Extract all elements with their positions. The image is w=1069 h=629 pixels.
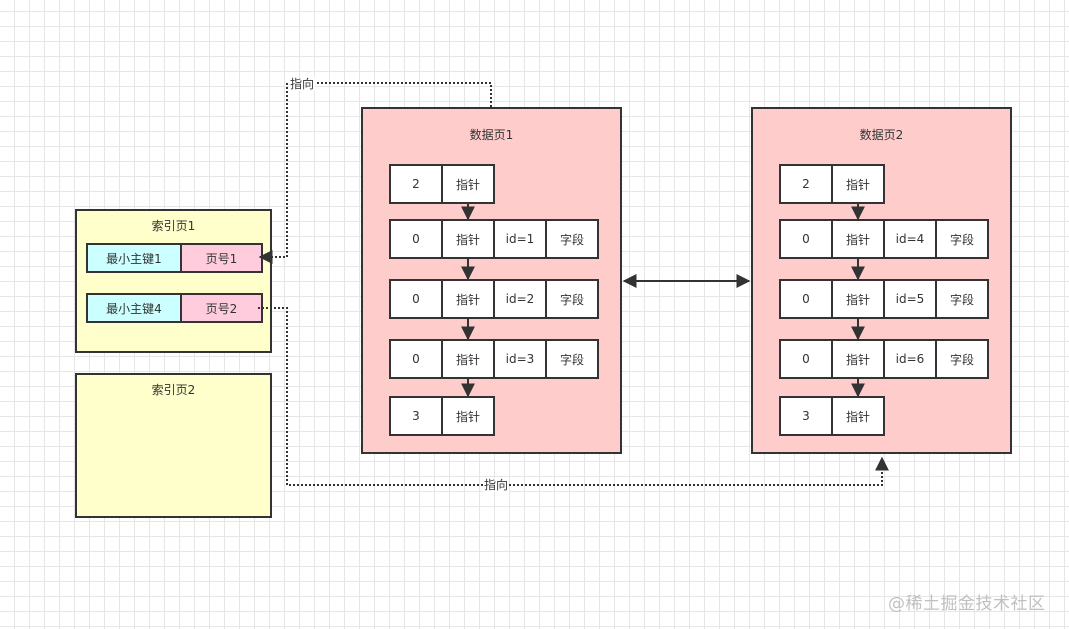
id-cell: id=2 [493, 279, 547, 319]
page-no-cell: 页号1 [180, 243, 263, 273]
record-type-cell: 0 [779, 219, 833, 259]
pointer-cell: 指针 [441, 164, 495, 204]
index-page-1-title: 索引页1 [151, 219, 196, 233]
connector-label-top: 指向 [289, 77, 316, 91]
watermark: @稀土掘金技术社区 [888, 594, 1046, 614]
connector-label-bottom: 指向 [483, 478, 510, 492]
id-cell: id=5 [883, 279, 937, 319]
field-cell: 字段 [545, 279, 599, 319]
record-type-cell: 0 [389, 339, 443, 379]
pointer-cell: 指针 [441, 339, 495, 379]
field-cell: 字段 [935, 219, 989, 259]
field-cell: 字段 [545, 219, 599, 259]
id-cell: id=4 [883, 219, 937, 259]
record-type-cell: 0 [779, 279, 833, 319]
index-page-2: 索引页2 [75, 373, 272, 518]
data-page-1-title: 数据页1 [469, 128, 514, 142]
pointer-cell: 指针 [441, 279, 495, 319]
id-cell: id=1 [493, 219, 547, 259]
record-type-cell: 2 [389, 164, 443, 204]
field-cell: 字段 [935, 279, 989, 319]
pointer-cell: 指针 [831, 219, 885, 259]
field-cell: 字段 [935, 339, 989, 379]
record-type-cell: 2 [779, 164, 833, 204]
pointer-cell: 指针 [441, 219, 495, 259]
index-page-1: 索引页1 最小主键1 页号1 最小主键4 页号2 [75, 209, 272, 353]
id-cell: id=6 [883, 339, 937, 379]
record-type-cell: 3 [779, 396, 833, 436]
pointer-cell: 指针 [831, 279, 885, 319]
page-no-cell: 页号2 [180, 293, 263, 323]
min-key-cell: 最小主键4 [86, 293, 182, 323]
record-type-cell: 0 [389, 279, 443, 319]
pointer-cell: 指针 [831, 339, 885, 379]
record-type-cell: 0 [389, 219, 443, 259]
field-cell: 字段 [545, 339, 599, 379]
id-cell: id=3 [493, 339, 547, 379]
record-type-cell: 3 [389, 396, 443, 436]
pointer-cell: 指针 [441, 396, 495, 436]
record-type-cell: 0 [779, 339, 833, 379]
min-key-cell: 最小主键1 [86, 243, 182, 273]
pointer-cell: 指针 [831, 164, 885, 204]
data-page-2-title: 数据页2 [859, 128, 904, 142]
pointer-cell: 指针 [831, 396, 885, 436]
index-page-2-title: 索引页2 [151, 383, 196, 397]
